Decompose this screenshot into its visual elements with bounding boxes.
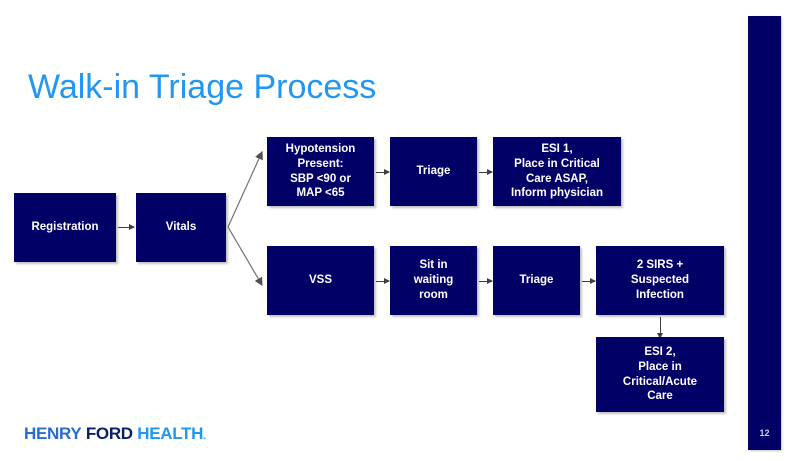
- flow-box-registration[interactable]: Registration: [14, 193, 116, 262]
- arrow-registration-to-vitals: [118, 224, 135, 230]
- page-title: Walk-in Triage Process: [28, 68, 377, 106]
- esi1-line-3: Care ASAP,: [525, 172, 588, 185]
- flow-box-sirs[interactable]: 2 SIRS + Suspected Infection: [596, 246, 724, 315]
- flow-label-vss: VSS: [308, 274, 332, 287]
- esi1-line-1: ESI 1,: [541, 143, 573, 156]
- esi1-line-2: Place in Critical: [514, 157, 600, 170]
- arrow-triage-to-esi1: [479, 169, 493, 175]
- flow-box-esi1[interactable]: ESI 1, Place in Critical Care ASAP, Info…: [493, 137, 621, 206]
- hypotension-line-3: SBP <90 or: [290, 172, 351, 185]
- waiting-line-3: room: [419, 288, 448, 301]
- logo-dot: .: [203, 431, 206, 442]
- esi1-line-4: Inform physician: [510, 187, 604, 200]
- flow-label-triage-bottom: Triage: [519, 274, 554, 287]
- page-number: 12: [759, 428, 770, 438]
- waiting-line-2: waiting: [413, 274, 454, 287]
- logo-word-ford: FORD: [85, 424, 133, 443]
- hypotension-line-4: MAP <65: [296, 187, 345, 200]
- arrow-sirs-to-esi2: [656, 317, 663, 339]
- sirs-line-2: Suspected: [630, 274, 690, 287]
- waiting-line-1: Sit in: [419, 259, 448, 272]
- arrow-waiting-to-triage: [479, 278, 493, 284]
- flow-label-vitals: Vitals: [165, 221, 197, 234]
- arrow-triage-to-sirs: [582, 278, 596, 284]
- logo-word-henry: HENRY: [24, 424, 82, 443]
- sirs-line-3: Infection: [636, 288, 684, 301]
- flow-label-registration: Registration: [31, 221, 99, 234]
- right-accent-bar: 12: [748, 16, 781, 450]
- flow-box-vss[interactable]: VSS: [267, 246, 374, 315]
- hypotension-line-2: Present:: [297, 157, 344, 170]
- flow-box-esi2[interactable]: ESI 2, Place in Critical/Acute Care: [596, 337, 724, 412]
- flow-box-triage-bottom[interactable]: Triage: [493, 246, 580, 315]
- esi2-line-1: ESI 2,: [644, 346, 676, 359]
- flow-box-waiting-room[interactable]: Sit in waiting room: [390, 246, 477, 315]
- sirs-line-1: 2 SIRS +: [636, 259, 684, 272]
- henry-ford-health-logo: HENRY FORD HEALTH.: [24, 424, 206, 444]
- flow-box-hypotension[interactable]: Hypotension Present: SBP <90 or MAP <65: [267, 137, 374, 206]
- arrow-hypotension-to-triage: [376, 169, 390, 175]
- flow-box-triage-top[interactable]: Triage: [390, 137, 477, 206]
- logo-word-health: HEALTH: [137, 424, 204, 443]
- esi2-line-2: Place in: [638, 360, 682, 373]
- esi2-line-3: Critical/Acute: [622, 375, 698, 388]
- arrow-vss-to-waiting: [376, 278, 390, 284]
- hypotension-line-1: Hypotension: [285, 143, 356, 156]
- flow-box-vitals[interactable]: Vitals: [136, 193, 226, 262]
- flow-label-triage-top: Triage: [416, 165, 451, 178]
- esi2-line-4: Care: [647, 390, 673, 403]
